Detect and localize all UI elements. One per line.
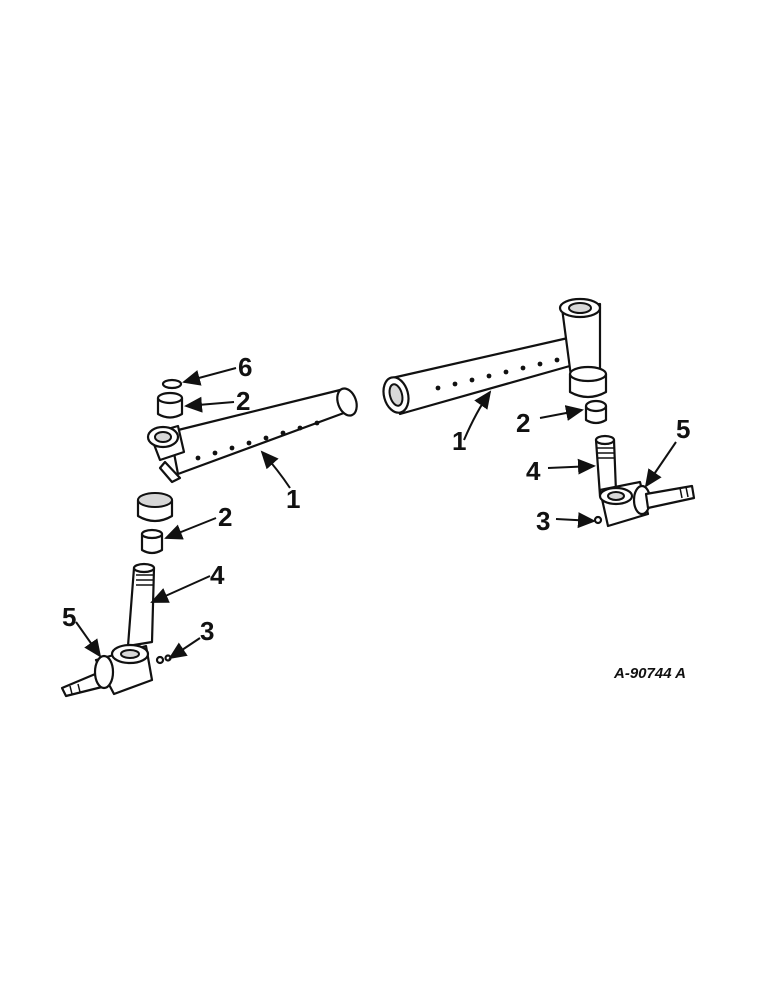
right-steering-knuckle [598,480,696,528]
left-upper-bushing [156,391,184,419]
left-axle-extension [146,387,358,484]
left-tube-holes [195,420,320,461]
callout-3-left-fitting: 3 [200,616,214,646]
left-lower-bushing [140,528,164,555]
left-snap-ring [161,378,183,390]
figure-id: A-90744 A [613,665,686,682]
right-axle-center [382,297,608,416]
callout-5-right-knuckle: 5 [676,414,690,444]
left-lower-boss [136,492,174,523]
left-spindle-pin [126,562,156,648]
callout-1-right-tube: 1 [452,426,466,456]
callout-2-upper-bushing: 2 [236,386,250,416]
callout-4-right-pin: 4 [526,456,541,486]
left-steering-knuckle [60,643,154,698]
callout-2-lower-bushing: 2 [218,502,232,532]
left-grease-fitting [155,654,172,665]
callout-2-right-bushing: 2 [516,408,530,438]
right-bushing [584,399,608,425]
right-tube-holes [435,357,560,391]
right-spindle-pin [594,434,618,498]
callout-3-right-fitting: 3 [536,506,550,536]
callout-5-left-knuckle: 5 [62,602,76,632]
leader-lines [75,367,677,660]
callout-4-left-pin: 4 [210,560,225,590]
right-grease-fitting [593,515,603,525]
callout-6-snap-ring: 6 [238,352,252,382]
callout-1-left-tube: 1 [286,484,300,514]
